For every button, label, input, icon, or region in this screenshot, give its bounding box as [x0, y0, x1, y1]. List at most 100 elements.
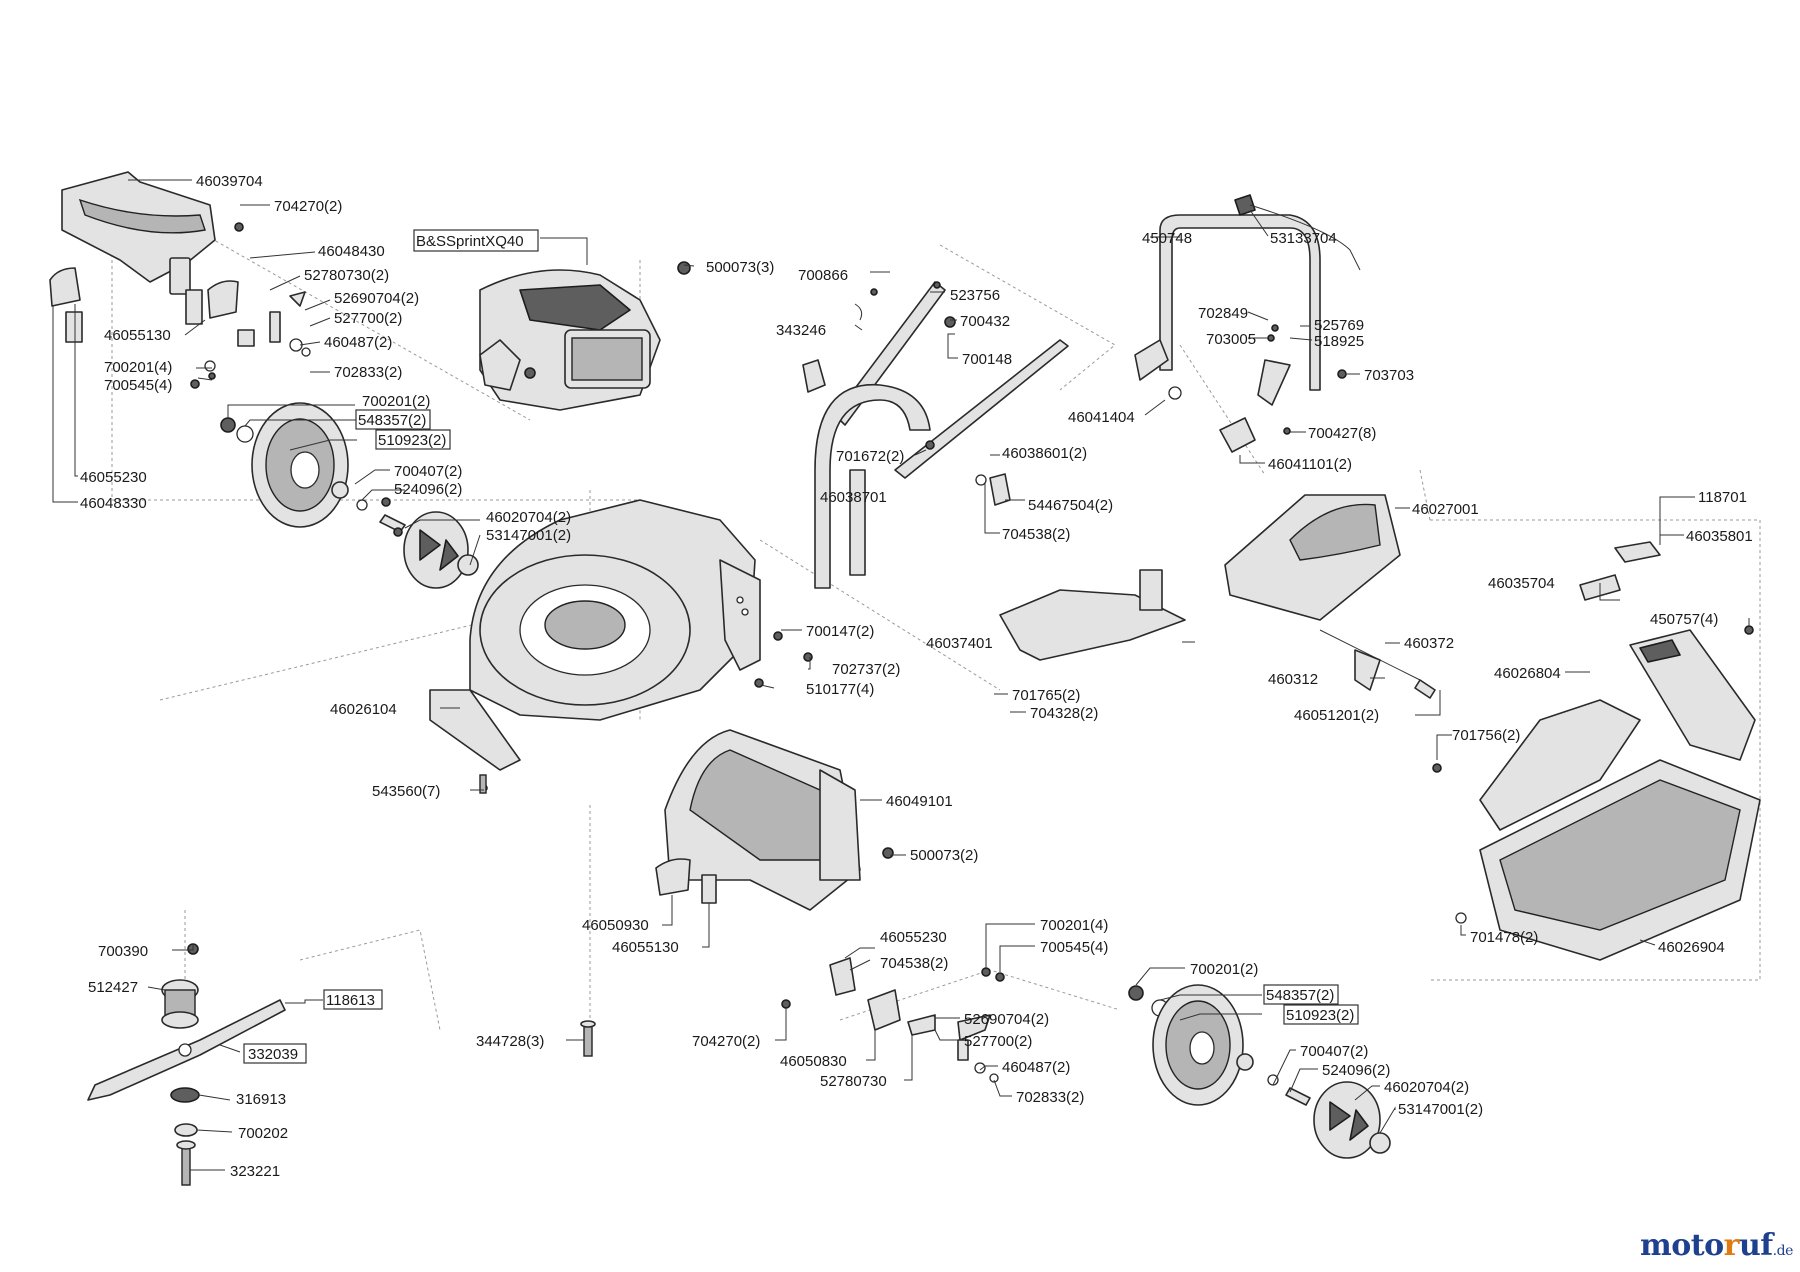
label-53147001-2-b: 53147001(2) — [1398, 1101, 1483, 1118]
label-460372: 460372 — [1404, 635, 1454, 652]
box-118613 — [323, 989, 383, 1010]
label-700545-4: 700545(4) — [104, 377, 172, 394]
label-46041404: 46041404 — [1068, 409, 1135, 426]
label-704538-2-b: 704538(2) — [880, 955, 948, 972]
box-510923-2-b — [1283, 1004, 1359, 1025]
label-702849: 702849 — [1198, 305, 1248, 322]
label-700147-2: 700147(2) — [806, 623, 874, 640]
label-316913: 316913 — [236, 1091, 286, 1108]
label-701478-2: 701478(2) — [1470, 929, 1538, 946]
label-323221: 323221 — [230, 1163, 280, 1180]
label-46037401: 46037401 — [926, 635, 993, 652]
label-518925: 518925 — [1314, 333, 1364, 350]
label-46055230-b: 46055230 — [880, 929, 947, 946]
label-700201-4: 700201(4) — [104, 359, 172, 376]
label-510923-2: 510923(2) — [378, 432, 446, 449]
label-46049101: 46049101 — [886, 793, 953, 810]
grass-catcher-bag — [1432, 541, 1761, 961]
label-701756-2: 701756(2) — [1452, 727, 1520, 744]
label-700201-2-b: 700201(2) — [1190, 961, 1258, 978]
label-500073-3: 500073(3) — [706, 259, 774, 276]
label-52690704-2: 52690704(2) — [334, 290, 419, 307]
label-46050930: 46050930 — [582, 917, 649, 934]
label-52690704-2-b: 52690704(2) — [964, 1011, 1049, 1028]
label-46026904: 46026904 — [1658, 939, 1725, 956]
motoruf-logo: motoruf.de — [1640, 1228, 1793, 1263]
label-46020704-2: 46020704(2) — [486, 509, 571, 526]
label-703005: 703005 — [1206, 331, 1256, 348]
label-700545-4-b: 700545(4) — [1040, 939, 1108, 956]
label-332039: 332039 — [248, 1046, 298, 1063]
label-344728-3: 344728(3) — [476, 1033, 544, 1050]
label-46035801: 46035801 — [1686, 528, 1753, 545]
label-700390: 700390 — [98, 943, 148, 960]
label-548357-2: 548357(2) — [358, 412, 426, 429]
label-54467504-2: 54467504(2) — [1028, 497, 1113, 514]
label-460312: 460312 — [1268, 671, 1318, 688]
label-343246: 343246 — [776, 322, 826, 339]
label-704270-2-b: 704270(2) — [692, 1033, 760, 1050]
mulch-plug-part — [61, 171, 216, 295]
label-460487-2-b: 460487(2) — [1002, 1059, 1070, 1076]
engine-part — [479, 261, 691, 411]
label-704538-2: 704538(2) — [1002, 526, 1070, 543]
label-543560-7: 543560(7) — [372, 783, 440, 800]
hardware-fasteners — [208, 222, 403, 537]
label-527700-2-b: 527700(2) — [964, 1033, 1032, 1050]
label-53133704: 53133704 — [1270, 230, 1337, 247]
label-46026804: 46026804 — [1494, 665, 1561, 682]
logo-text-b: uf — [1738, 1228, 1773, 1263]
label-53147001-2: 53147001(2) — [486, 527, 571, 544]
label-46055130-b: 46055130 — [612, 939, 679, 956]
label-510177-4: 510177(4) — [806, 681, 874, 698]
label-548357-2-b: 548357(2) — [1266, 987, 1334, 1004]
label-46048330: 46048330 — [80, 495, 147, 512]
label-700407-2: 700407(2) — [394, 463, 462, 480]
label-700432: 700432 — [960, 313, 1010, 330]
label-527700-2: 527700(2) — [334, 310, 402, 327]
label-46020704-2-b: 46020704(2) — [1384, 1079, 1469, 1096]
label-46055230: 46055230 — [80, 469, 147, 486]
label-700202: 700202 — [238, 1125, 288, 1142]
box-548357-2 — [355, 409, 431, 430]
logo-domain-ext: .de — [1772, 1243, 1794, 1259]
label-525769: 525769 — [1314, 317, 1364, 334]
logo-text-u: r — [1723, 1228, 1740, 1263]
label-524096-2-b: 524096(2) — [1322, 1062, 1390, 1079]
label-450757-4: 450757(4) — [1650, 611, 1718, 628]
handle-assembly — [802, 194, 1361, 589]
label-702833-2: 702833(2) — [334, 364, 402, 381]
label-701672-2: 701672(2) — [836, 448, 904, 465]
box-548357-2-b — [1263, 984, 1339, 1005]
label-46038601-2: 46038601(2) — [1002, 445, 1087, 462]
label-460487-2: 460487(2) — [324, 334, 392, 351]
label-46038701: 46038701 — [820, 489, 887, 506]
mower-deck — [429, 499, 813, 792]
label-engine-model: B&SSprintXQ40 — [416, 233, 524, 250]
box-332039 — [243, 1043, 307, 1064]
label-524096-2: 524096(2) — [394, 481, 462, 498]
grass-chute-part — [999, 569, 1186, 661]
label-700201-2: 700201(2) — [362, 393, 430, 410]
label-46055130: 46055130 — [104, 327, 171, 344]
label-46035704: 46035704 — [1488, 575, 1555, 592]
label-500073-2: 500073(2) — [910, 847, 978, 864]
label-118701: 118701 — [1698, 489, 1747, 506]
label-702833-2-b: 702833(2) — [1016, 1089, 1084, 1106]
label-46050830: 46050830 — [780, 1053, 847, 1070]
label-700201-4-b: 700201(4) — [1040, 917, 1108, 934]
label-46051201-2: 46051201(2) — [1294, 707, 1379, 724]
label-704328-2: 704328(2) — [1030, 705, 1098, 722]
box-engine — [413, 229, 539, 252]
blade-assembly — [87, 774, 596, 1186]
label-450748: 450748 — [1142, 230, 1192, 247]
label-700407-2-b: 700407(2) — [1300, 1043, 1368, 1060]
label-512427: 512427 — [88, 979, 138, 996]
label-46026104: 46026104 — [330, 701, 397, 718]
label-46039704: 46039704 — [196, 173, 263, 190]
label-46041101-2: 46041101(2) — [1268, 456, 1352, 473]
side-flap-plates — [49, 267, 311, 389]
rear-flap-part — [655, 729, 894, 911]
grass-bag-cover — [1224, 494, 1436, 699]
